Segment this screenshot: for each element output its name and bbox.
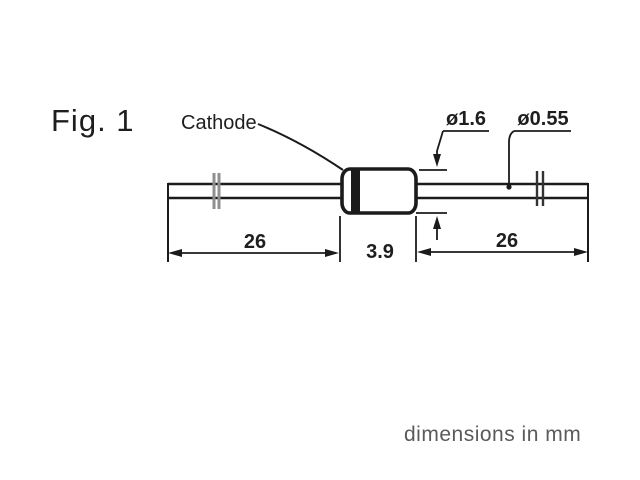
left-length-arrow-right <box>325 249 339 257</box>
body-length-label: 3.9 <box>366 241 394 263</box>
left-lead-break-mark <box>212 173 221 209</box>
body-diameter-label: ø1.6 <box>445 108 487 130</box>
right-length-arrow-right <box>574 248 588 256</box>
cathode-band <box>351 170 360 212</box>
units-note: dimensions in mm <box>404 423 582 446</box>
body-diameter-leader <box>436 130 444 156</box>
diode-body <box>340 167 418 215</box>
lead-diameter-label: ø0.55 <box>517 108 569 130</box>
right-lead-length-label: 26 <box>495 230 519 252</box>
left-length-arrow-left <box>168 249 182 257</box>
right-lead-break-mark <box>535 171 545 206</box>
right-length-arrow-left <box>417 248 431 256</box>
cathode-label: Cathode <box>181 112 257 134</box>
lead-diameter-leader <box>508 130 515 187</box>
figure-title: Fig. 1 <box>51 103 135 138</box>
body-diameter-arrow-up <box>433 216 441 229</box>
body-diameter-arrow-down <box>433 154 441 167</box>
cathode-leader-line <box>257 123 344 171</box>
lead-diameter-leader-dot <box>506 184 512 190</box>
left-lead-length-label: 26 <box>243 231 267 253</box>
